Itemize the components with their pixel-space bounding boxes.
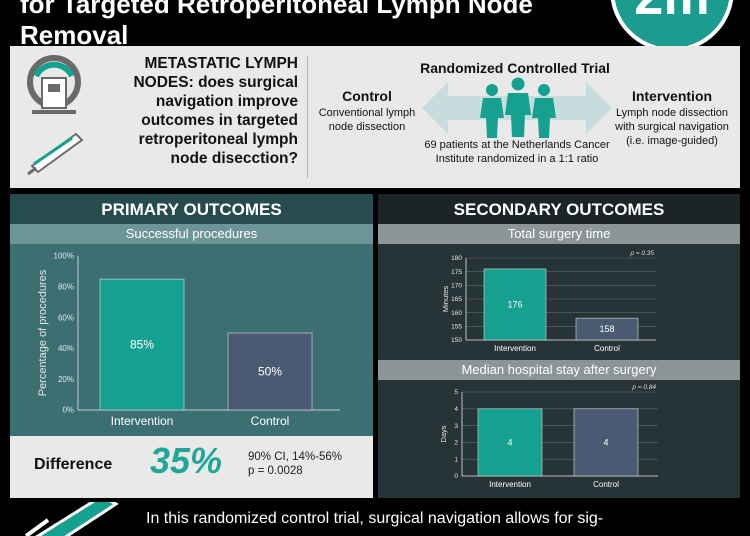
primary-outcomes-panel: PRIMARY OUTCOMES Successful procedures 0… bbox=[10, 194, 373, 498]
y-tick-label: 80% bbox=[58, 282, 74, 291]
y-tick-label: 160 bbox=[451, 310, 462, 317]
conclusion-bar: In this randomized control trial, surgic… bbox=[0, 500, 750, 536]
control-label: Control bbox=[342, 88, 392, 104]
y-tick-label: 150 bbox=[451, 337, 462, 344]
people-icon bbox=[480, 77, 556, 138]
y-tick-label: 180 bbox=[451, 255, 462, 262]
y-tick-label: 0 bbox=[454, 473, 458, 480]
p-value-annotation: p = 0.35 bbox=[629, 250, 654, 257]
intervention-label: Intervention bbox=[631, 88, 713, 104]
x-tick-label: Intervention bbox=[494, 344, 536, 353]
y-tick-label: 0% bbox=[62, 406, 74, 415]
y-tick-label: 155 bbox=[451, 324, 462, 331]
y-tick-label: 5 bbox=[454, 389, 458, 396]
divider bbox=[307, 56, 308, 178]
intervention-description: Lymph node dissection with surgical navi… bbox=[615, 107, 729, 147]
difference-label: Difference bbox=[34, 456, 113, 473]
y-axis-label: Days bbox=[439, 425, 448, 442]
y-tick-label: 3 bbox=[454, 423, 458, 430]
intervention-arm: Intervention Lymph node dissection with … bbox=[606, 88, 738, 148]
bar-value-label: 4 bbox=[507, 437, 512, 447]
randomization-arrow-icon bbox=[422, 77, 612, 138]
y-axis-label: Minutes bbox=[441, 286, 450, 313]
y-tick-label: 60% bbox=[58, 313, 74, 322]
page-title: for Targeted Retroperitoneal Lymph Node … bbox=[20, 0, 533, 50]
difference-ci: 90% CI, 14%-56% bbox=[248, 451, 342, 463]
hospital-stay-subtitle: Median hospital stay after surgery bbox=[378, 360, 740, 380]
y-tick-label: 20% bbox=[58, 375, 74, 384]
difference-stats: 90% CI, 14%-56% p = 0.0028 bbox=[248, 450, 342, 478]
x-tick-label: Control bbox=[251, 414, 290, 428]
bar-value-label: 85% bbox=[130, 338, 154, 352]
y-tick-label: 4 bbox=[454, 406, 458, 413]
y-tick-label: 175 bbox=[451, 269, 462, 276]
y-tick-label: 165 bbox=[451, 296, 462, 303]
difference-p: p = 0.0028 bbox=[248, 465, 303, 477]
scalpel-icon bbox=[24, 502, 119, 536]
patients-description: 69 patients at the Netherlands Cancer In… bbox=[424, 139, 610, 165]
control-description: Conventional lymph node dissection bbox=[318, 107, 416, 133]
primary-chart-subtitle: Successful procedures bbox=[10, 224, 373, 244]
bar-control bbox=[227, 332, 313, 411]
rct-title: Randomized Controlled Trial bbox=[420, 60, 610, 76]
bar-intervention bbox=[477, 408, 543, 477]
y-tick-label: 170 bbox=[451, 283, 462, 290]
headline-strong: METASTATIC LYMPH NODES: bbox=[133, 55, 298, 91]
research-question: METASTATIC LYMPH NODES: does surgical na… bbox=[102, 54, 298, 168]
successful-procedures-chart: 0% 20% 40% 60% 80% 100% Percentage of procedur… bbox=[37, 252, 340, 428]
scanner-scalpel-icon bbox=[27, 55, 84, 176]
difference-value: 35% bbox=[150, 440, 223, 481]
p-value-annotation: p = 0.84 bbox=[631, 384, 656, 391]
bar-intervention bbox=[483, 268, 547, 341]
secondary-outcomes-title: SECONDARY OUTCOMES bbox=[378, 194, 740, 224]
bar-value-label: 158 bbox=[599, 324, 614, 334]
surgery-time-subtitle: Total surgery time bbox=[378, 224, 740, 244]
y-tick-label: 40% bbox=[58, 344, 74, 353]
y-tick-label: 2 bbox=[454, 440, 458, 447]
bar-value-label: 50% bbox=[258, 365, 282, 379]
svg-text:2m: 2m bbox=[634, 0, 709, 26]
x-tick-label: Control bbox=[593, 480, 619, 489]
bar-control bbox=[573, 408, 639, 477]
secondary-outcomes-panel: SECONDARY OUTCOMES Total surgery time 15… bbox=[378, 194, 740, 498]
y-axis-label: Percentage of procedures bbox=[37, 269, 49, 396]
control-arm: Control Conventional lymph node dissecti… bbox=[316, 88, 418, 134]
bar-control bbox=[575, 317, 639, 341]
y-tick-label: 1 bbox=[454, 456, 458, 463]
y-tick-label: 100% bbox=[54, 252, 74, 261]
difference-row: Difference 35% 90% CI, 14%-56% p = 0.002… bbox=[10, 436, 373, 498]
conclusion-text: In this randomized control trial, surgic… bbox=[146, 510, 604, 527]
primary-outcomes-title: PRIMARY OUTCOMES bbox=[10, 194, 373, 224]
trial-overview-panel: METASTATIC LYMPH NODES: does surgical na… bbox=[10, 46, 740, 188]
x-tick-label: Intervention bbox=[111, 414, 174, 428]
bar-value-label: 4 bbox=[603, 437, 608, 447]
x-tick-label: Control bbox=[594, 344, 620, 353]
headline-rest: does surgical navigation improve outcome… bbox=[138, 74, 298, 167]
bar-value-label: 176 bbox=[507, 299, 522, 309]
x-tick-label: Intervention bbox=[489, 480, 531, 489]
bar-intervention bbox=[99, 278, 185, 411]
